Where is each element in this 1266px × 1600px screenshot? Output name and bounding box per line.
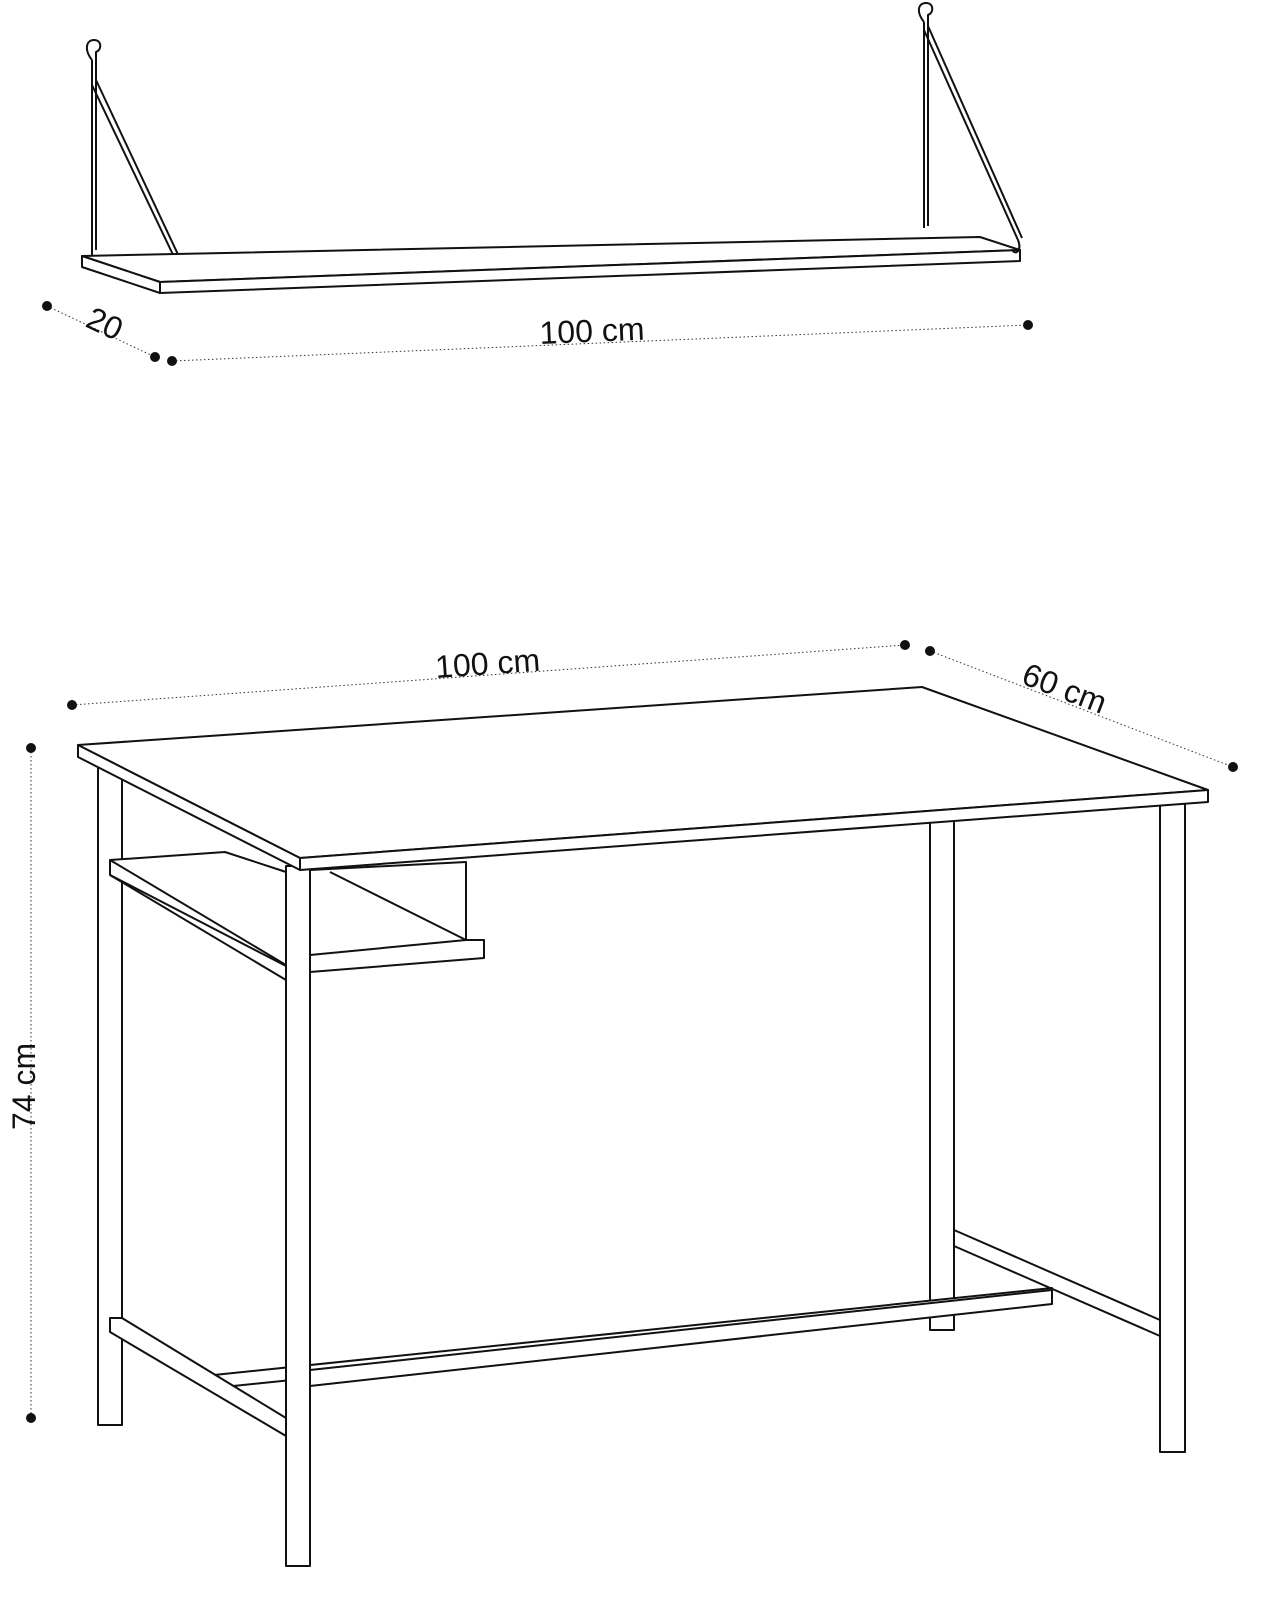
desk-height-label: 74 cm — [6, 1043, 42, 1130]
under-shelf-panel — [309, 861, 485, 973]
shelf-width-label: 100 cm — [539, 311, 645, 351]
right-side-stretcher — [953, 1229, 1161, 1337]
front-stretcher — [309, 1289, 1053, 1387]
desk-depth-label: 60 cm — [1017, 656, 1111, 721]
desk-height-dimension: 74 cm — [6, 743, 42, 1423]
wall-shelf: 20 100 cm — [42, 2, 1033, 366]
front-left-leg — [285, 865, 311, 1567]
shelf-depth-dimension: 20 — [42, 300, 160, 362]
right-bracket — [918, 2, 1023, 254]
back-right-leg — [929, 814, 955, 1331]
desk-width-dimension: 100 cm — [67, 640, 910, 710]
shelf-width-dimension: 100 cm — [167, 311, 1033, 366]
desk: 100 cm 60 cm 74 cm — [6, 640, 1238, 1567]
shelf-depth-label: 20 — [81, 300, 128, 348]
desk-top — [77, 686, 1209, 871]
desk-width-label: 100 cm — [434, 642, 541, 685]
shelf-board — [81, 236, 1021, 294]
front-right-leg — [1159, 801, 1186, 1453]
